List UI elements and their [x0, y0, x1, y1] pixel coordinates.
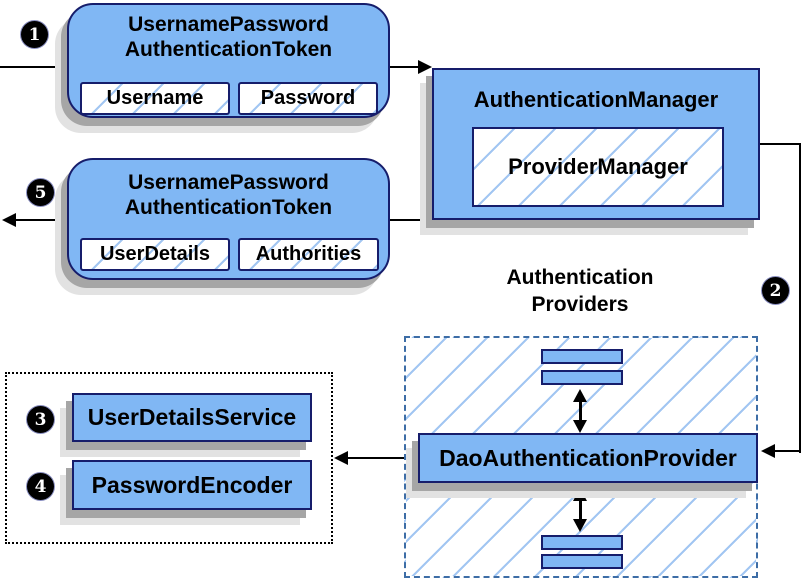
connector-token-to-manager [390, 66, 422, 68]
connector-dao-to-services [345, 457, 418, 459]
arrow-shaft [578, 394, 582, 428]
authentication-manager-box: AuthenticationManager ProviderManager [432, 68, 760, 220]
token-title-line1: UsernamePassword [128, 171, 329, 194]
dao-authentication-provider-box: DaoAuthenticationProvider [418, 433, 758, 483]
password-encoder-box: PasswordEncoder [72, 460, 312, 510]
connector-manager-right [760, 143, 801, 145]
arrowhead-right-icon [418, 60, 432, 74]
dao-authentication-provider-label: DaoAuthenticationProvider [439, 444, 737, 471]
arrow-shaft [578, 493, 582, 527]
step-2-badge: 2 [762, 277, 789, 304]
provider-manager-box: ProviderManager [472, 127, 724, 207]
provider-placeholder-bar [541, 370, 623, 385]
token-title-line2: AuthenticationToken [124, 196, 333, 219]
connector-result-out [13, 219, 67, 221]
arrowhead-up-icon [573, 389, 587, 402]
password-field-label: Password [260, 87, 356, 109]
arrowhead-up-icon [573, 488, 587, 501]
bidirectional-arrow-icon [572, 488, 588, 532]
authenticated-token-box: UsernamePassword AuthenticationToken Use… [67, 158, 390, 280]
token-title-line1: UsernamePassword [128, 13, 329, 36]
step-1-badge: 1 [21, 21, 48, 48]
arrowhead-down-icon [573, 420, 587, 433]
provider-placeholder-bar [541, 535, 623, 550]
username-password-token-box: UsernamePassword AuthenticationToken Use… [67, 3, 390, 118]
authorities-field-chip: Authorities [238, 238, 379, 271]
username-field-chip: Username [80, 82, 230, 115]
arrowhead-left-icon [2, 213, 16, 227]
heading-line1: Authentication [506, 266, 654, 289]
heading-line2: Providers [531, 293, 629, 316]
arrowhead-left-icon [761, 444, 775, 458]
user-details-service-box: UserDetailsService [72, 393, 312, 442]
arrowhead-left-icon [334, 451, 348, 465]
token-title: UsernamePassword AuthenticationToken [69, 170, 388, 220]
bidirectional-arrow-icon [572, 389, 588, 433]
provider-placeholder-bar [541, 554, 623, 569]
connector-into-dao [770, 450, 801, 452]
provider-placeholder-bar [541, 349, 623, 364]
connector-down-right-edge [799, 143, 801, 453]
arrowhead-down-icon [573, 519, 587, 532]
user-details-field-chip: UserDetails [80, 238, 230, 271]
user-details-service-label: UserDetailsService [87, 404, 297, 430]
step-3-badge: 3 [27, 406, 54, 433]
authentication-providers-heading: Authentication Providers [468, 264, 692, 318]
authorities-field-label: Authorities [255, 243, 362, 265]
token-title: UsernamePassword AuthenticationToken [69, 12, 388, 62]
step-5-badge: 5 [27, 179, 54, 206]
token-title-line2: AuthenticationToken [124, 38, 333, 61]
password-field-chip: Password [238, 82, 378, 115]
step-4-badge: 4 [27, 473, 54, 500]
connector-incoming-request [0, 66, 64, 68]
services-group [5, 372, 333, 544]
user-details-field-label: UserDetails [99, 243, 211, 265]
authentication-manager-title: AuthenticationManager [473, 87, 719, 112]
connector-manager-to-result-token [388, 219, 432, 221]
username-field-label: Username [106, 87, 204, 109]
password-encoder-label: PasswordEncoder [91, 471, 293, 498]
provider-manager-label: ProviderManager [508, 154, 688, 179]
